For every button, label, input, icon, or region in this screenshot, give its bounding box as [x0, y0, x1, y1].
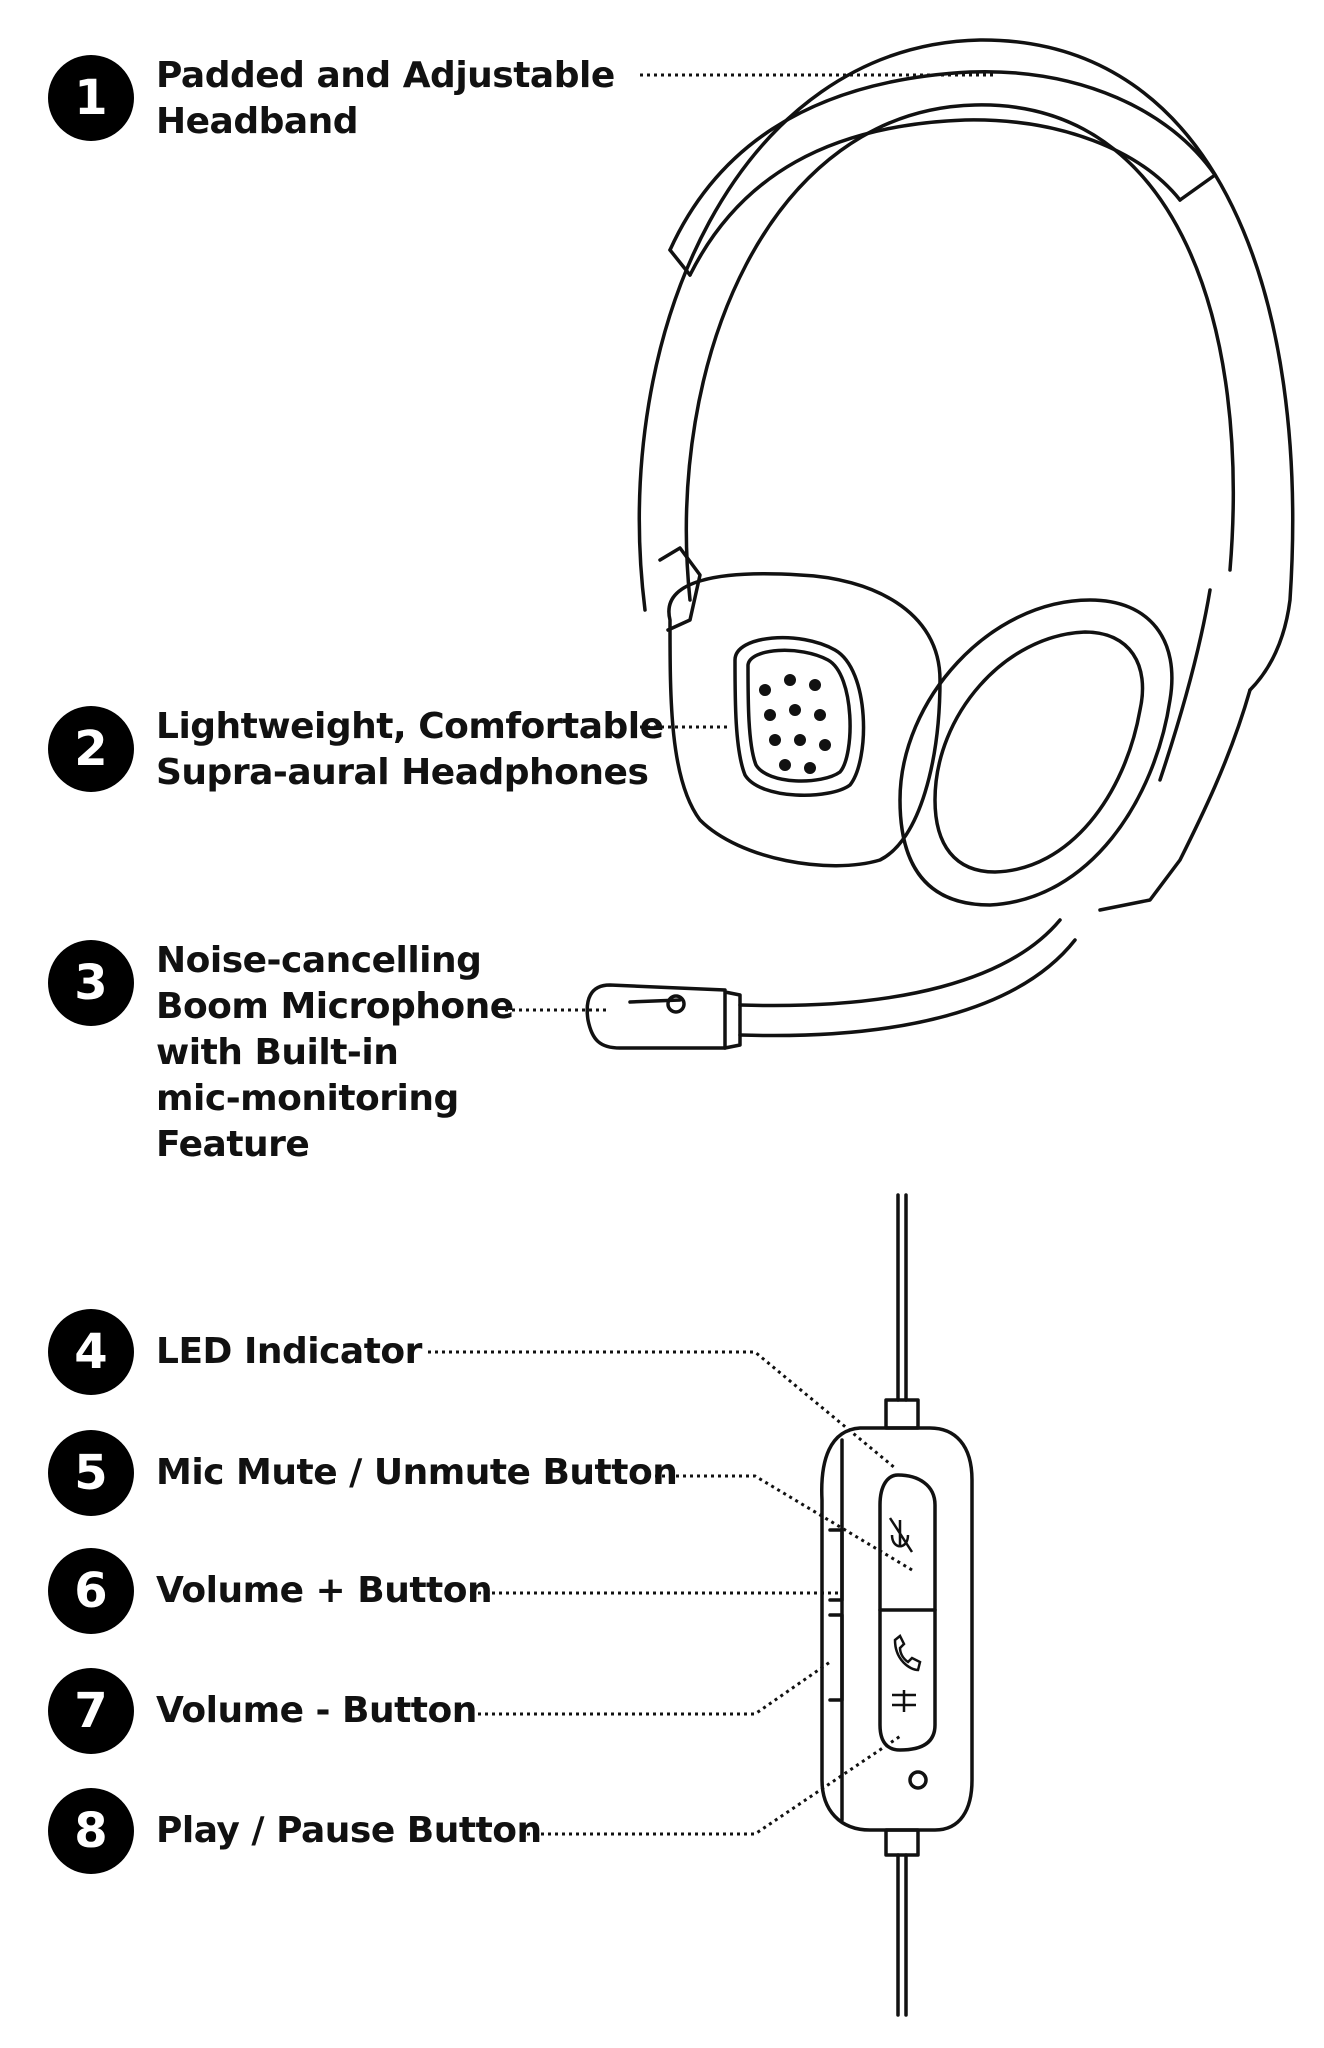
callout-line: Play / Pause Button	[156, 1810, 542, 1851]
mic-head	[585, 983, 727, 1050]
callout-number-badge: 8	[48, 1788, 134, 1874]
right-earcup-rim	[933, 630, 1145, 874]
callout-line: Headband	[156, 101, 359, 142]
headband-pad-end-left	[668, 248, 692, 277]
leader-7	[478, 1660, 831, 1716]
callout-label: Mic Mute / Unmute Button	[156, 1450, 678, 1496]
callout-1: 1 Padded and Adjustable Headband	[48, 55, 615, 145]
callout-label: Lightweight, Comfortable Supra-aural Hea…	[156, 704, 664, 796]
callout-4: 4 LED Indicator	[48, 1309, 422, 1395]
headband-pad-outer	[668, 70, 1217, 252]
callout-line: Supra-aural Headphones	[156, 752, 649, 793]
mic-boom	[738, 918, 1062, 1008]
headband-pad-end-right	[1178, 173, 1217, 202]
mic-capsule	[723, 990, 742, 1050]
leader-8	[520, 1733, 903, 1836]
callout-line: Mic Mute / Unmute Button	[156, 1452, 678, 1493]
callout-line: Noise-cancelling	[156, 940, 482, 981]
right-arm-inner	[1158, 588, 1212, 782]
callout-label: Padded and Adjustable Headband	[156, 53, 615, 145]
callout-number-badge: 1	[48, 55, 134, 141]
callout-label: Noise-cancelling Boom Microphone with Bu…	[156, 938, 514, 1168]
callout-label: LED Indicator	[156, 1329, 422, 1375]
callout-number-badge: 2	[48, 706, 134, 792]
remote-button-panel	[878, 1473, 937, 1752]
right-earcup	[898, 598, 1174, 907]
callout-line: Padded and Adjustable	[156, 55, 615, 96]
headband-outer	[637, 38, 1295, 692]
right-arm	[1098, 688, 1252, 912]
mic-hole	[666, 994, 686, 1014]
side-button-lower	[828, 1613, 844, 1702]
left-speaker-grille-outer	[733, 635, 866, 797]
play-pause-symbol	[908, 1770, 928, 1790]
remote-body	[820, 1426, 974, 1832]
call-icon	[893, 1634, 922, 1672]
callout-number-badge: 4	[48, 1309, 134, 1395]
cable-collar-top	[884, 1398, 920, 1430]
left-hinge	[658, 546, 702, 632]
cable-collar-bottom	[884, 1828, 920, 1857]
callout-line: Lightweight, Comfortable	[156, 706, 664, 747]
callout-number-badge: 7	[48, 1668, 134, 1754]
mic-boom-lower	[738, 938, 1077, 1038]
leader-4	[428, 1350, 896, 1470]
headband-pad-inner	[688, 118, 1182, 277]
left-earcup	[667, 572, 942, 868]
mic-slot	[628, 998, 682, 1004]
callout-line: Volume + Button	[156, 1570, 493, 1611]
callout-8: 8 Play / Pause Button	[48, 1788, 542, 1874]
headband-inner	[684, 103, 1236, 602]
callout-number-badge: 5	[48, 1430, 134, 1516]
side-button-upper	[828, 1528, 844, 1602]
callout-line: Boom Microphone	[156, 986, 514, 1027]
callout-line: mic-monitoring	[156, 1078, 459, 1119]
callout-line: LED Indicator	[156, 1331, 422, 1372]
callout-label: Volume - Button	[156, 1688, 477, 1734]
left-speaker-grille-inner	[746, 648, 852, 783]
volume-icon	[892, 1690, 916, 1712]
callout-number-badge: 3	[48, 940, 134, 1026]
callout-7: 7 Volume - Button	[48, 1668, 477, 1754]
callout-3: 3 Noise-cancelling Boom Microphone with …	[48, 940, 514, 1168]
callout-number-badge: 6	[48, 1548, 134, 1634]
callout-line: Volume - Button	[156, 1690, 477, 1731]
callout-5: 5 Mic Mute / Unmute Button	[48, 1430, 678, 1516]
callout-2: 2 Lightweight, Comfortable Supra-aural H…	[48, 706, 664, 796]
leader-5	[648, 1474, 913, 1572]
callout-line: Feature	[156, 1124, 310, 1165]
callout-line: with Built-in	[156, 1032, 399, 1073]
callout-label: Play / Pause Button	[156, 1808, 542, 1854]
mic-mute-icon	[888, 1517, 914, 1553]
callout-label: Volume + Button	[156, 1568, 493, 1614]
callout-6: 6 Volume + Button	[48, 1548, 493, 1634]
